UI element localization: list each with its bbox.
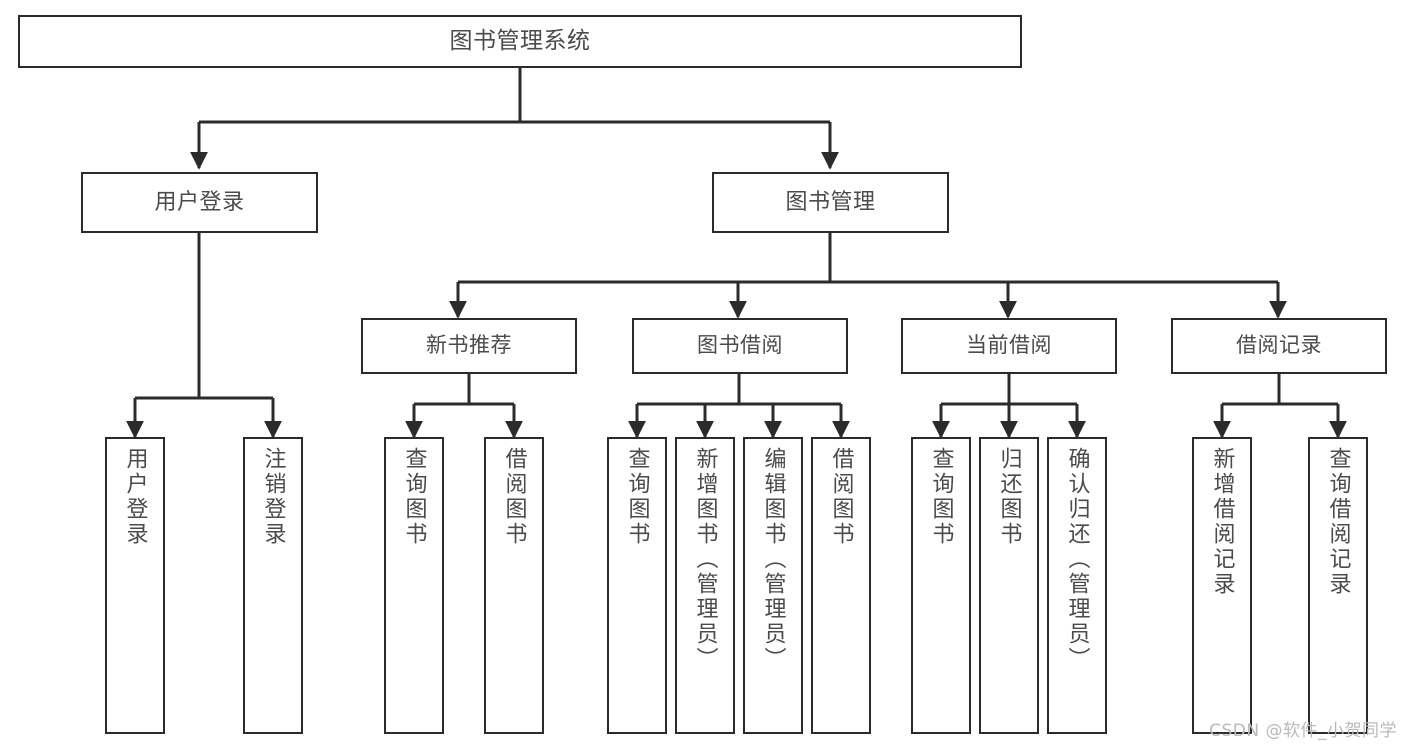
node-label: 新增图书（管理员） — [692, 447, 718, 672]
leaf-query-borrow-record[interactable]: 查询借阅记录 — [1308, 437, 1368, 734]
leaf-borrow-book[interactable]: 借阅图书 — [811, 437, 871, 734]
node-borrow-record[interactable]: 借阅记录 — [1171, 318, 1387, 374]
node-label: 新增借阅记录 — [1209, 447, 1235, 597]
node-label: 当前借阅 — [966, 333, 1052, 358]
node-label: 用户登录 — [122, 447, 148, 547]
node-label: 编辑图书（管理员） — [760, 447, 786, 672]
node-label: 确认归还（管理员） — [1064, 447, 1090, 672]
node-label: 图书管理系统 — [449, 28, 591, 55]
node-label: 新书推荐 — [426, 333, 512, 358]
node-user-login[interactable]: 用户登录 — [81, 172, 318, 233]
node-root-book-management-system[interactable]: 图书管理系统 — [18, 15, 1022, 68]
node-current-borrow[interactable]: 当前借阅 — [901, 318, 1117, 374]
leaf-return-book[interactable]: 归还图书 — [979, 437, 1039, 734]
node-label: 借阅图书 — [501, 447, 527, 547]
node-book-borrow[interactable]: 图书借阅 — [632, 318, 848, 374]
leaf-logout-login[interactable]: 注销登录 — [243, 437, 303, 734]
node-label: 查询图书 — [624, 447, 650, 547]
node-label: 借阅记录 — [1236, 333, 1322, 358]
leaf-confirm-return-admin[interactable]: 确认归还（管理员） — [1047, 437, 1107, 734]
node-label: 查询图书 — [401, 447, 427, 547]
node-book-management[interactable]: 图书管理 — [712, 172, 949, 233]
node-label: 查询图书 — [928, 447, 954, 547]
node-label: 借阅图书 — [828, 447, 854, 547]
node-label: 归还图书 — [996, 447, 1022, 547]
node-label: 查询借阅记录 — [1325, 447, 1351, 597]
leaf-query-book-recommend[interactable]: 查询图书 — [384, 437, 444, 734]
node-label: 用户登录 — [154, 189, 245, 215]
node-label: 图书借阅 — [697, 333, 783, 358]
leaf-edit-book-admin[interactable]: 编辑图书（管理员） — [743, 437, 803, 734]
leaf-add-borrow-record[interactable]: 新增借阅记录 — [1192, 437, 1252, 734]
node-label: 图书管理 — [785, 189, 876, 215]
leaf-borrow-book-recommend[interactable]: 借阅图书 — [484, 437, 544, 734]
leaf-query-book-borrow[interactable]: 查询图书 — [607, 437, 667, 734]
node-label: 注销登录 — [260, 447, 286, 547]
csdn-watermark: CSDN @软件_小贺同学 — [1209, 721, 1397, 741]
node-new-book-recommend[interactable]: 新书推荐 — [361, 318, 577, 374]
leaf-user-login[interactable]: 用户登录 — [105, 437, 165, 734]
leaf-query-book-current[interactable]: 查询图书 — [911, 437, 971, 734]
leaf-add-book-admin[interactable]: 新增图书（管理员） — [675, 437, 735, 734]
